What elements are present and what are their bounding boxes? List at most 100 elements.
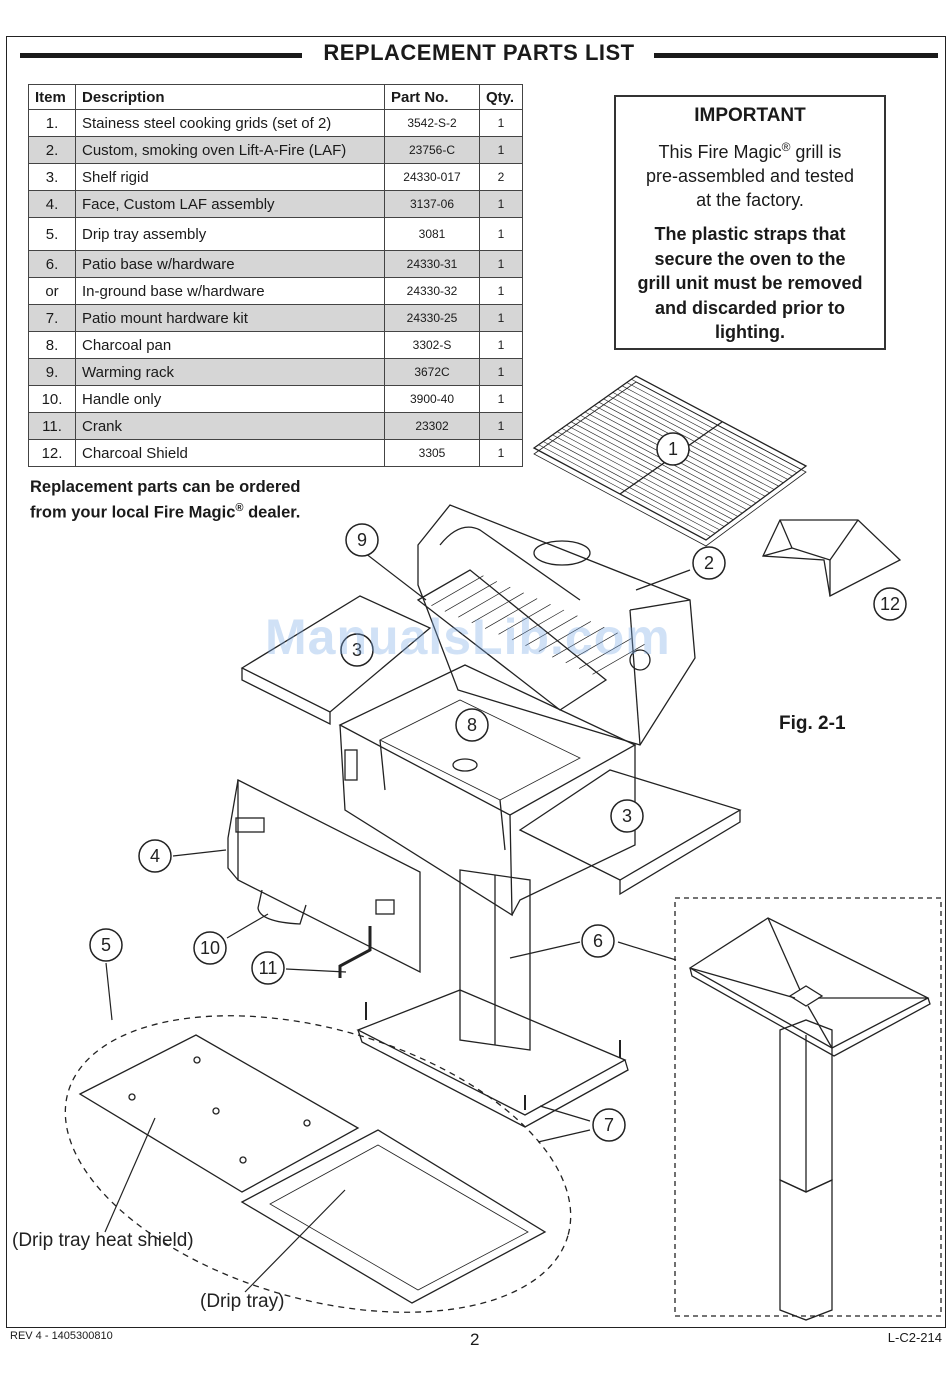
- callout-number: 9: [357, 530, 367, 550]
- cell-quantity: 1: [479, 439, 523, 467]
- section-header: REPLACEMENT PARTS LIST: [20, 40, 938, 70]
- footer-doc-code: L-C2-214: [887, 1330, 942, 1345]
- cell-description: Custom, smoking oven Lift-A-Fire (LAF): [75, 136, 385, 164]
- notice-body: This Fire Magic® grill is pre-assembled …: [645, 140, 855, 210]
- cell-quantity: 1: [479, 217, 523, 251]
- callout-circle: [193, 931, 227, 965]
- cell-quantity: 1: [479, 412, 523, 440]
- cell-quantity: 1: [479, 277, 523, 305]
- cell-part-number: 3900-40: [384, 385, 480, 413]
- header-rule-right: [654, 53, 938, 58]
- header-rule-left: [20, 53, 302, 58]
- caption-heat-shield: (Drip tray heat shield): [12, 1230, 194, 1251]
- callout-number: 11: [259, 958, 278, 978]
- cell-description: Patio mount hardware kit: [75, 304, 385, 332]
- in-ground-base-drawing: [674, 897, 942, 1321]
- watermark: ManualsLib.com: [265, 609, 671, 665]
- cell-quantity: 1: [479, 358, 523, 386]
- callout-circle: [345, 523, 379, 557]
- cell-item-number: 12.: [28, 439, 76, 467]
- cell-item-number: 7.: [28, 304, 76, 332]
- cell-item-number: 2.: [28, 136, 76, 164]
- firebox-drawing: [338, 664, 637, 917]
- callout-number: 8: [467, 715, 477, 735]
- footer-revision: REV 4 - 1405300810: [10, 1330, 113, 1342]
- callout-number: 12: [880, 594, 900, 614]
- callout-circle: [873, 587, 907, 621]
- cell-part-number: 23756-C: [384, 136, 480, 164]
- page-frame: [6, 36, 946, 1328]
- callout-number: 2: [704, 553, 714, 573]
- patio-base-drawing: [356, 869, 629, 1128]
- cell-quantity: 1: [479, 304, 523, 332]
- callout-number: 4: [150, 846, 160, 866]
- leader-lines: [104, 448, 691, 1293]
- cell-part-number: 24330-25: [384, 304, 480, 332]
- cell-description: Charcoal pan: [75, 331, 385, 359]
- caption-drip-tray: (Drip tray): [200, 1291, 285, 1312]
- cell-quantity: 1: [479, 250, 523, 278]
- notice-warning: The plastic straps that secure the oven …: [637, 224, 863, 342]
- cell-description: In-ground base w/hardware: [75, 277, 385, 305]
- callout-circle: [138, 839, 172, 873]
- callout-number: 10: [200, 938, 220, 958]
- cell-description: Drip tray assembly: [75, 217, 385, 251]
- notice-title: IMPORTANT: [694, 105, 806, 126]
- cell-item-number: 3.: [28, 163, 76, 191]
- cell-item-number: 11.: [28, 412, 76, 440]
- callout-number: 7: [604, 1115, 614, 1135]
- callout-circle: [89, 928, 123, 962]
- cell-part-number: 3302-S: [384, 331, 480, 359]
- callout-circle: [455, 708, 489, 742]
- cell-description: Crank: [75, 412, 385, 440]
- cell-quantity: 1: [479, 109, 523, 137]
- callout-circle: [656, 432, 690, 466]
- cell-part-number: 3081: [384, 217, 480, 251]
- callout-circle: [592, 1108, 626, 1142]
- cell-quantity: 1: [479, 190, 523, 218]
- drip-tray-drawing: [64, 1015, 572, 1313]
- callout-circle: [251, 951, 285, 985]
- cell-item-number: 4.: [28, 190, 76, 218]
- cell-item-number: 1.: [28, 109, 76, 137]
- table-header-row: Item Description Part No. Qty.: [28, 84, 523, 110]
- right-shelf-drawing: [518, 769, 742, 896]
- table-row: 2.Custom, smoking oven Lift-A-Fire (LAF)…: [28, 136, 523, 164]
- charcoal-shield-drawing: [762, 519, 902, 597]
- warming-rack-drawing: [416, 569, 645, 711]
- column-header-part-no: Part No.: [384, 84, 480, 110]
- cell-description: Warming rack: [75, 358, 385, 386]
- face-panel-drawing: [227, 778, 421, 974]
- page-title: REPLACEMENT PARTS LIST: [309, 40, 649, 65]
- column-header-item: Item: [28, 84, 76, 110]
- callout-number: 1: [668, 439, 678, 459]
- order-note: Replacement parts can be ordered from yo…: [30, 478, 301, 522]
- callout-number: 3: [622, 806, 632, 826]
- callout-number: 5: [101, 935, 111, 955]
- callout-circle: [340, 633, 374, 667]
- footer-page-number: 2: [470, 1330, 480, 1349]
- left-shelf-drawing: [240, 595, 432, 726]
- callout-circle: [692, 546, 726, 580]
- callout-circle: [610, 799, 644, 833]
- cell-part-number: 24330-31: [384, 250, 480, 278]
- cell-quantity: 1: [479, 331, 523, 359]
- cell-part-number: 23302: [384, 412, 480, 440]
- cell-part-number: 24330-017: [384, 163, 480, 191]
- callout-number: 3: [352, 640, 362, 660]
- cell-part-number: 3672C: [384, 358, 480, 386]
- cell-quantity: 1: [479, 136, 523, 164]
- oven-lid-drawing: [417, 504, 696, 746]
- parts-table: Item Description Part No. Qty. 1.Staines…: [28, 84, 523, 467]
